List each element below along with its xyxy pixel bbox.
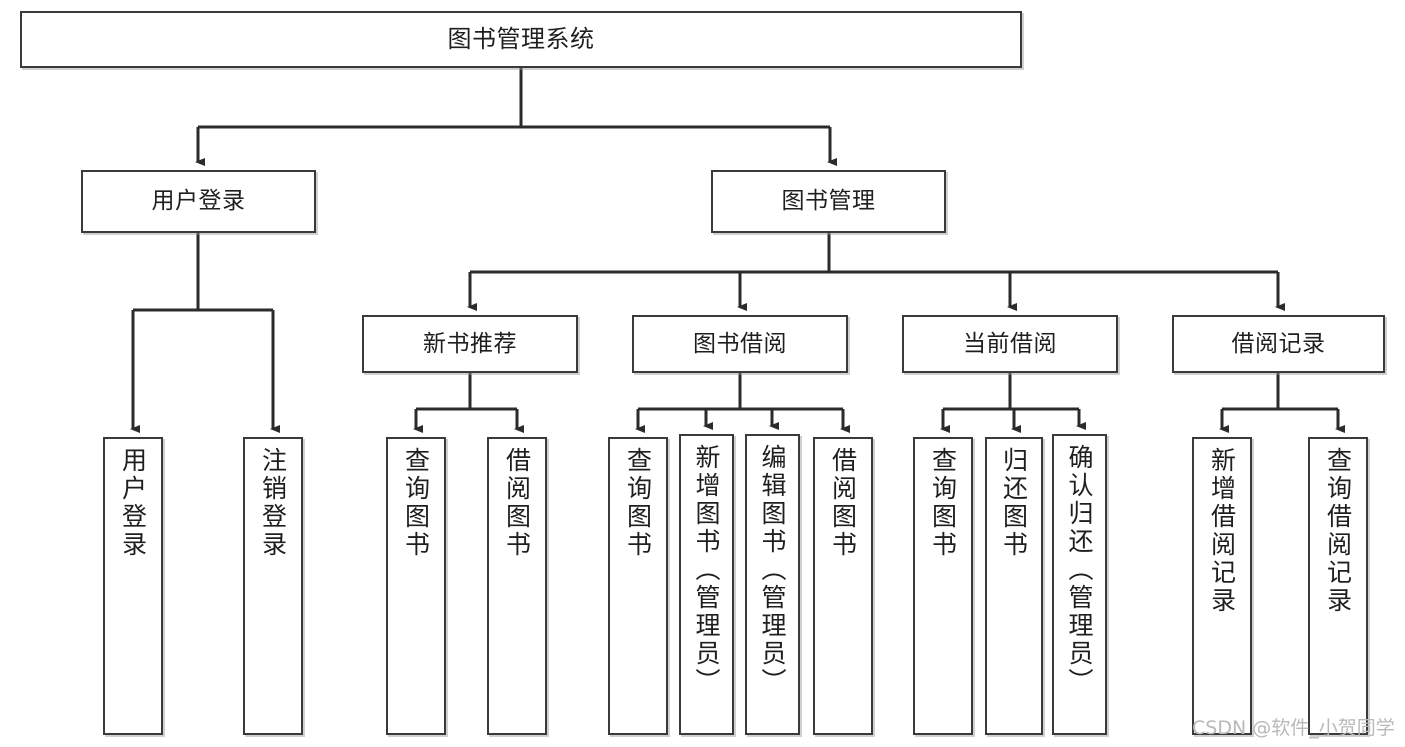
node-borrow-record[interactable]: 借阅记录 [1172, 315, 1385, 373]
node-book-borrow[interactable]: 图书借阅 [632, 315, 848, 373]
node-label: 借阅图书 [828, 447, 858, 559]
node-root-system[interactable]: 图书管理系统 [20, 11, 1022, 68]
node-leaf-borrow-book[interactable]: 借阅图书 [813, 437, 873, 735]
node-leaf-confirm-return-admin[interactable]: 确认归还（管理员） [1052, 434, 1107, 735]
node-label: 编辑图书（管理员） [758, 444, 787, 696]
connector-bookmgmt-to-level3 [467, 233, 1285, 311]
node-label: 查询图书 [928, 447, 958, 559]
node-label: 图书管理 [781, 188, 876, 215]
node-label: 查询借阅记录 [1323, 447, 1353, 615]
node-new-book-recommend[interactable]: 新书推荐 [362, 315, 578, 373]
connector-newbook-to-leaves [413, 373, 524, 433]
node-user-login[interactable]: 用户登录 [81, 170, 316, 233]
node-label: 借阅图书 [502, 447, 532, 559]
node-label: 查询图书 [623, 447, 653, 559]
node-label: 查询图书 [401, 447, 431, 559]
connector-currentborrow-to-leaves [940, 373, 1086, 433]
node-label: 用户登录 [151, 188, 246, 215]
node-current-borrow[interactable]: 当前借阅 [902, 315, 1118, 373]
node-leaf-edit-book-admin[interactable]: 编辑图书（管理员） [745, 434, 800, 735]
connector-root-to-level2 [195, 68, 837, 166]
node-label: 用户登录 [118, 447, 148, 559]
node-leaf-add-book-admin[interactable]: 新增图书（管理员） [679, 434, 734, 735]
connector-bookborrow-to-leaves [635, 373, 850, 433]
node-label: 当前借阅 [963, 330, 1057, 357]
node-leaf-add-borrow-record[interactable]: 新增借阅记录 [1192, 437, 1252, 735]
node-leaf-user-login[interactable]: 用户登录 [103, 437, 163, 735]
node-book-management[interactable]: 图书管理 [711, 170, 946, 233]
node-label: 确认归还（管理员） [1065, 444, 1094, 696]
node-label: 注销登录 [258, 447, 288, 559]
node-leaf-query-book-current[interactable]: 查询图书 [913, 437, 973, 735]
connector-borrowrecord-to-leaves [1219, 373, 1345, 433]
node-leaf-query-borrow-record[interactable]: 查询借阅记录 [1308, 437, 1368, 735]
node-label: 新增借阅记录 [1207, 447, 1237, 615]
node-label: 图书借阅 [693, 330, 787, 357]
node-leaf-query-book-recommend[interactable]: 查询图书 [386, 437, 446, 735]
node-label: 借阅记录 [1231, 330, 1326, 357]
node-leaf-borrow-book-recommend[interactable]: 借阅图书 [487, 437, 547, 735]
node-label: 新书推荐 [423, 330, 517, 357]
node-leaf-user-logout[interactable]: 注销登录 [243, 437, 303, 735]
connector-userlogin-to-leaves [130, 233, 280, 433]
node-label: 新增图书（管理员） [692, 444, 721, 696]
node-leaf-query-book-borrow[interactable]: 查询图书 [608, 437, 668, 735]
node-label: 归还图书 [999, 447, 1029, 559]
node-label: 图书管理系统 [447, 24, 595, 53]
node-leaf-return-book[interactable]: 归还图书 [985, 437, 1043, 735]
